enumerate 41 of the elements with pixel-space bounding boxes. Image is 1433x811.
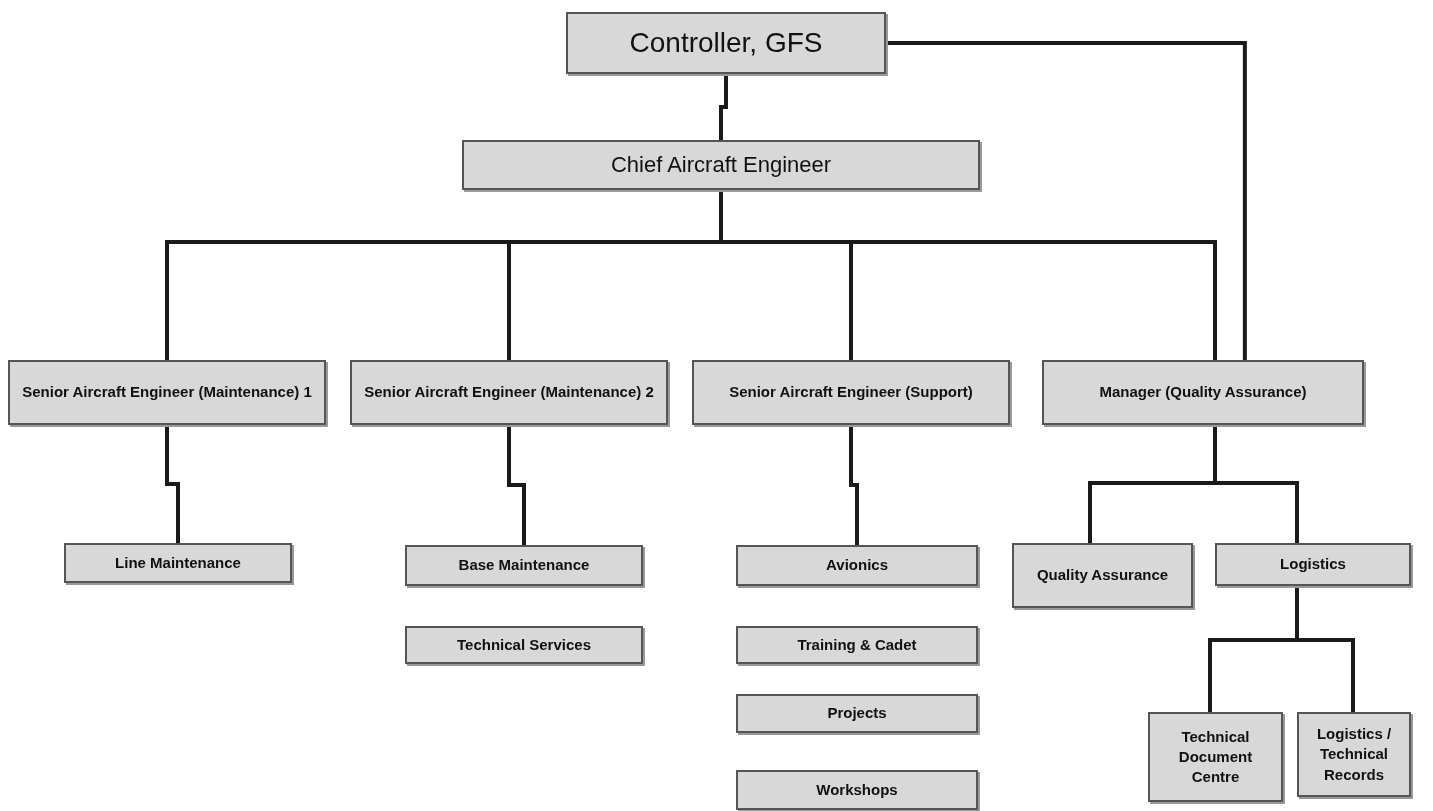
org-box [736,626,978,664]
role-label: Training & Cadet [796,634,918,655]
org-box [1297,712,1411,797]
role-label: Senior Aircraft Engineer (Maintenance) 2 [363,382,655,403]
role-label: Manager (Quality Assurance) [1098,382,1308,403]
org-box [1042,360,1364,425]
role-label: Logistics / Technical Records [1315,724,1393,785]
role-label: Projects [826,703,888,724]
org-box [8,360,326,425]
org-box [64,543,292,583]
org-box [736,694,978,733]
org-box [1012,543,1193,608]
org-box [405,545,643,586]
role-label: Senior Aircraft Engineer (Maintenance) 1 [21,382,313,403]
org-box [566,12,886,74]
role-label: Quality Assurance [1035,565,1170,586]
connector-line [719,74,728,140]
role-label: Workshops [815,779,899,800]
role-label: Technical Services [456,634,592,655]
connector-line [1213,425,1299,543]
org-box [736,770,978,810]
role-label: Technical Document Centre [1177,726,1254,788]
connector-line [1295,586,1355,712]
role-label: Logistics [1279,554,1347,575]
role-label: Senior Aircraft Engineer (Support) [728,382,974,403]
connector-line [849,425,859,545]
org-box [462,140,980,190]
org-box [1215,543,1411,586]
role-label: Line Maintenance [114,552,242,573]
org-box [1148,712,1283,802]
org-box [350,360,668,425]
connector-line [165,425,180,543]
role-label: Avionics [825,555,889,576]
org-box [405,626,643,664]
org-box [692,360,1010,425]
org-box [736,545,978,586]
connector-line [507,425,526,545]
role-label: Controller, GFS [629,27,823,59]
role-label: Base Maintenance [457,555,591,576]
connector-line [886,41,1247,360]
role-label: Chief Aircraft Engineer [610,152,832,178]
